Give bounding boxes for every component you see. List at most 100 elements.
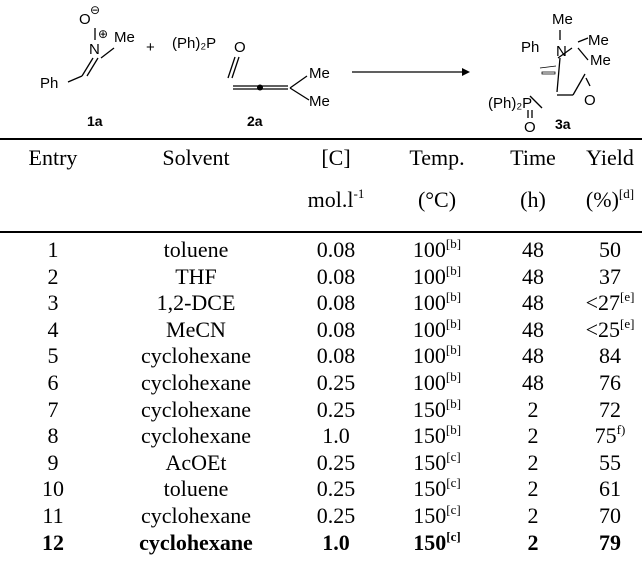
cell-temperature: 100[b] bbox=[412, 262, 462, 289]
cell-yield: <27[e] bbox=[585, 289, 635, 316]
cell-concentration: 0.08 bbox=[316, 237, 356, 262]
cell-solvent: toluene bbox=[163, 476, 229, 502]
reaction-arrow-head bbox=[462, 68, 470, 76]
cell-temperature: 100[b] bbox=[412, 289, 462, 316]
cell-solvent: cyclohexane bbox=[141, 370, 251, 395]
header-conc-unit: mol.l-1 bbox=[307, 186, 365, 212]
compound-label-3a: 3a bbox=[555, 116, 571, 132]
r1-nitrogen: N bbox=[89, 41, 100, 58]
cell-solvent: THF bbox=[175, 263, 217, 289]
cell-temperature: 150[c] bbox=[413, 475, 461, 502]
cell-yield: 37 bbox=[599, 263, 621, 289]
footnote-marker: [e] bbox=[619, 315, 635, 331]
cell-entry: 2 bbox=[47, 263, 59, 289]
table-header-rule bbox=[0, 231, 642, 233]
cell-yield: 75f) bbox=[594, 422, 626, 449]
r1-oxygen: O bbox=[79, 11, 91, 28]
header-yield: Yield bbox=[586, 145, 634, 170]
cell-entry: 9 bbox=[47, 449, 59, 475]
cell-time: 2 bbox=[527, 476, 539, 502]
cell-entry: 7 bbox=[47, 396, 59, 422]
footnote-marker: [b] bbox=[445, 236, 462, 251]
cell-concentration: 0.25 bbox=[316, 449, 356, 475]
p-nitrogen: N bbox=[556, 43, 567, 60]
table-row: 10 toluene 0.25 150[c] 2 61 bbox=[0, 476, 642, 502]
footnote-marker: [b] bbox=[445, 262, 462, 278]
p-phosphorus: (Ph)₂P bbox=[488, 95, 532, 112]
header-solvent: Solvent bbox=[162, 145, 230, 170]
r1-n-charge: ⊕ bbox=[98, 27, 108, 41]
p-n-methyl: Me bbox=[552, 11, 573, 28]
header-time-unit: (h) bbox=[520, 187, 546, 212]
cell-time: 2 bbox=[527, 503, 539, 528]
header-conc: [C] bbox=[321, 145, 351, 170]
header-entry: Entry bbox=[28, 145, 78, 170]
p-ketone-oxygen: O bbox=[584, 92, 596, 109]
cell-solvent: cyclohexane bbox=[141, 343, 251, 369]
p-methyl-2: Me bbox=[590, 52, 611, 69]
footnote-marker: [b] bbox=[445, 315, 462, 331]
cell-concentration: 0.25 bbox=[316, 476, 356, 502]
footnote-marker: [c] bbox=[446, 448, 461, 464]
cell-time: 48 bbox=[522, 316, 544, 342]
footnote-marker: [c] bbox=[446, 502, 461, 517]
cell-time: 48 bbox=[522, 290, 544, 316]
p-methyl-1: Me bbox=[588, 32, 609, 49]
footnote-marker: [c] bbox=[446, 528, 461, 544]
cell-yield: 61 bbox=[599, 476, 621, 502]
footnote-marker: [b] bbox=[445, 395, 462, 411]
cell-yield: 84 bbox=[599, 343, 621, 369]
cell-entry: 1 bbox=[47, 237, 59, 262]
cell-temperature: 150[b] bbox=[412, 395, 462, 422]
cell-entry: 6 bbox=[47, 370, 59, 395]
plus-sign: + bbox=[146, 39, 155, 56]
cell-time: 48 bbox=[522, 343, 544, 369]
cell-time: 2 bbox=[527, 449, 539, 475]
cell-concentration: 1.0 bbox=[322, 423, 350, 449]
cell-time: 48 bbox=[522, 263, 544, 289]
cell-concentration: 0.25 bbox=[316, 370, 356, 395]
footnote-marker: [e] bbox=[619, 289, 635, 305]
cell-solvent: cyclohexane bbox=[139, 529, 253, 555]
header-time: Time bbox=[510, 145, 556, 170]
cell-yield: 72 bbox=[599, 396, 621, 422]
cell-time: 48 bbox=[522, 370, 544, 395]
p-phenyl: Ph bbox=[521, 39, 539, 56]
cell-solvent: 1,2-DCE bbox=[156, 290, 236, 316]
footnote-marker: [b] bbox=[445, 422, 462, 438]
cell-time: 2 bbox=[527, 529, 539, 555]
allene-center-dot bbox=[257, 84, 263, 91]
cell-temperature: 100[b] bbox=[412, 236, 462, 262]
cell-entry: 11 bbox=[42, 503, 64, 528]
footnote-marker: f) bbox=[616, 422, 626, 438]
cell-entry: 8 bbox=[47, 423, 59, 449]
cell-entry: 3 bbox=[47, 290, 59, 316]
reaction-scheme: O ⊖ N ⊕ Me Ph 1a + (Ph)₂P O Me Me 2a Ph … bbox=[40, 3, 611, 136]
cell-temperature: 100[b] bbox=[412, 342, 462, 369]
cell-solvent: AcOEt bbox=[165, 449, 227, 475]
cell-solvent: cyclohexane bbox=[141, 423, 251, 449]
cell-yield: 79 bbox=[599, 529, 621, 555]
r2-methyl-bottom: Me bbox=[309, 93, 330, 110]
cell-yield: 50 bbox=[599, 237, 621, 262]
cell-concentration: 0.25 bbox=[316, 503, 356, 528]
cell-yield: 76 bbox=[599, 370, 621, 395]
footnote-marker: [b] bbox=[445, 289, 462, 305]
cell-entry: 10 bbox=[42, 476, 64, 502]
r1-phenyl: Ph bbox=[40, 75, 58, 92]
cell-time: 48 bbox=[522, 237, 544, 262]
cell-temperature: 150[c] bbox=[413, 528, 461, 555]
cell-concentration: 0.08 bbox=[316, 343, 356, 369]
cell-solvent: MeCN bbox=[166, 316, 226, 342]
r2-oxygen: O bbox=[234, 39, 246, 56]
footnote-marker: [c] bbox=[446, 475, 461, 491]
r1-methyl: Me bbox=[114, 29, 135, 46]
compound-label-2a: 2a bbox=[247, 113, 263, 129]
